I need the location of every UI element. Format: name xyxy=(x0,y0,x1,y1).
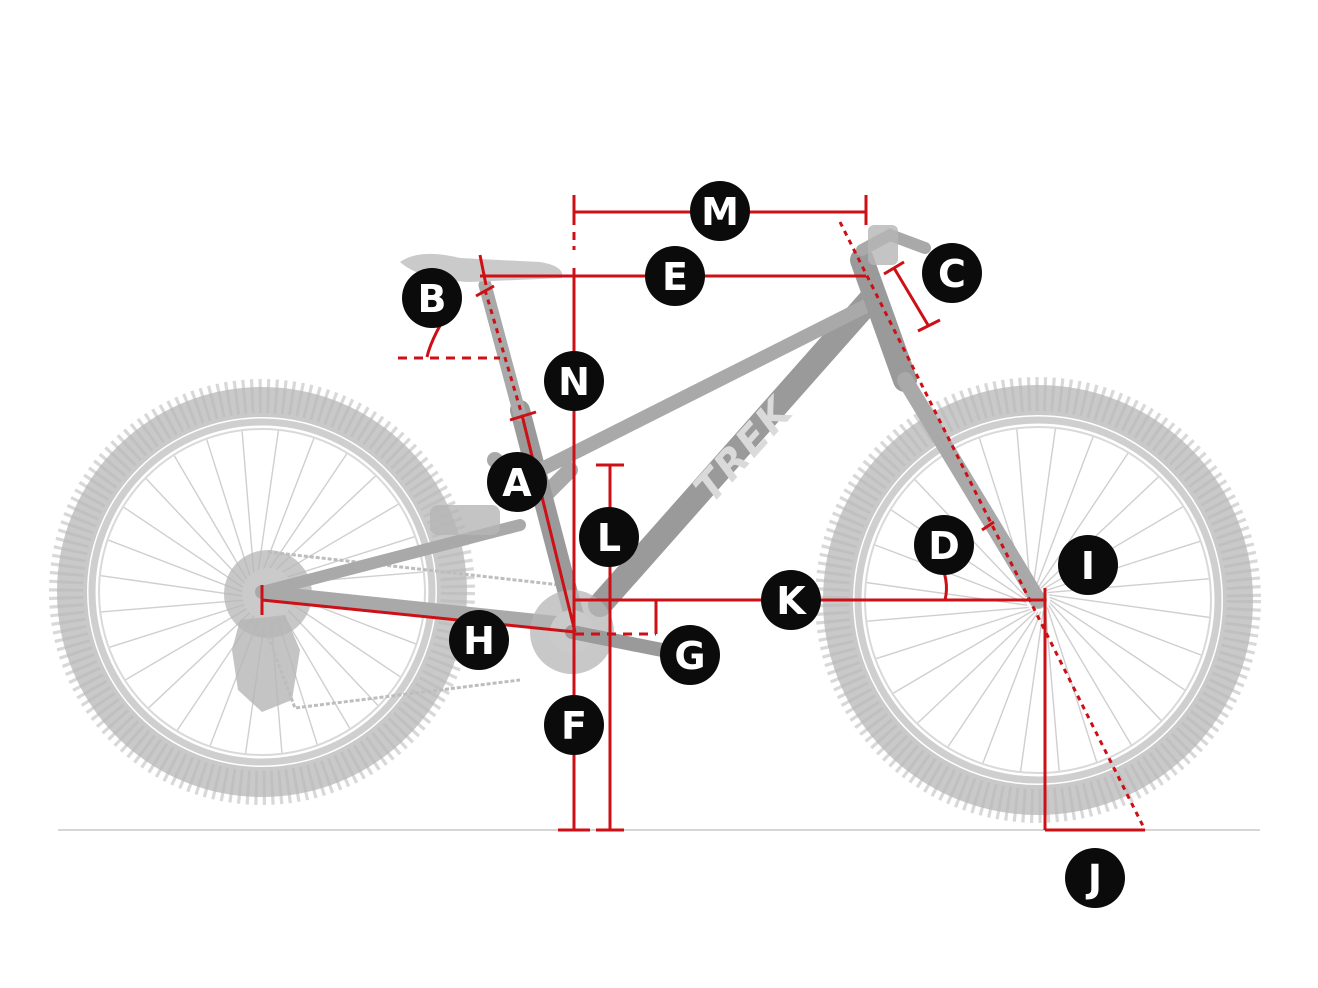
svg-text:A: A xyxy=(502,461,532,505)
svg-text:E: E xyxy=(662,255,688,299)
label-badge-m: M xyxy=(690,181,750,241)
label-badge-h: H xyxy=(449,610,509,670)
label-badge-l: L xyxy=(579,507,639,567)
label-badge-a: A xyxy=(487,452,547,512)
label-badge-f: F xyxy=(544,695,604,755)
front-wheel xyxy=(815,377,1261,823)
bike-illustration: TREK xyxy=(49,225,1261,823)
svg-text:J: J xyxy=(1085,857,1102,901)
svg-text:K: K xyxy=(776,579,807,623)
frame-brand-logo: TREK xyxy=(685,388,803,512)
svg-text:H: H xyxy=(463,619,495,663)
svg-text:B: B xyxy=(418,277,447,321)
svg-text:N: N xyxy=(558,360,590,404)
rear-derailleur xyxy=(232,615,300,712)
svg-text:L: L xyxy=(597,516,621,560)
label-badge-j: J xyxy=(1065,848,1125,908)
label-badge-e: E xyxy=(645,246,705,306)
svg-text:G: G xyxy=(674,634,705,678)
svg-text:D: D xyxy=(928,524,960,568)
label-badge-c: C xyxy=(922,243,982,303)
svg-text:I: I xyxy=(1081,544,1095,588)
chain xyxy=(266,550,561,710)
svg-text:M: M xyxy=(701,190,739,234)
label-badge-d: D xyxy=(914,515,974,575)
svg-text:C: C xyxy=(938,252,966,296)
label-badge-g: G xyxy=(660,625,720,685)
label-badge-i: I xyxy=(1058,535,1118,595)
label-badge-b: B xyxy=(402,268,462,328)
label-badge-n: N xyxy=(544,351,604,411)
svg-text:F: F xyxy=(561,704,587,748)
label-badge-k: K xyxy=(761,570,821,630)
